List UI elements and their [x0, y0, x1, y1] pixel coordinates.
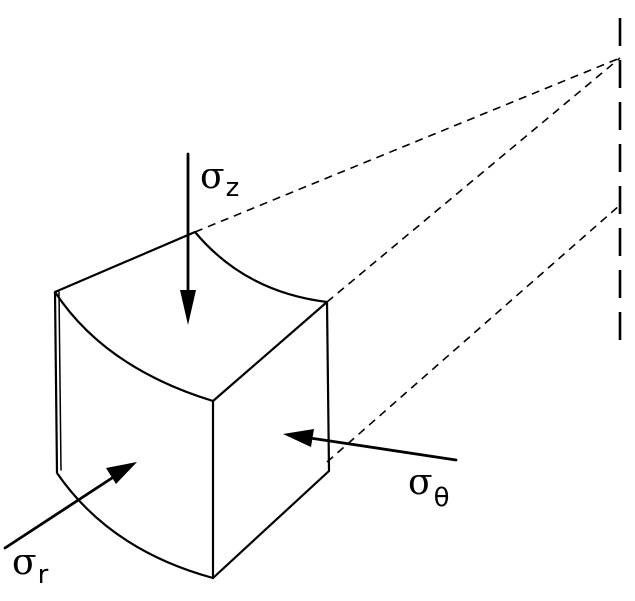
sigma-z-label: σz — [200, 156, 239, 203]
sigma-r-label: σr — [12, 542, 49, 590]
element-top-face — [53, 230, 329, 403]
projection-line-top — [194, 57, 621, 233]
element-front-face-outline — [53, 290, 215, 580]
sigma-theta-arrow-head — [283, 429, 314, 447]
sigma-z-arrow-head — [180, 290, 196, 325]
sigma-theta-arrow-shaft — [308, 436, 458, 462]
projection-line-upper-right — [326, 57, 621, 303]
sigma-r-arrow-shaft — [3, 476, 114, 550]
projection-line-lower-right — [326, 204, 621, 463]
element-inner-edge — [58, 291, 62, 471]
sigma-r-arrow-head — [106, 462, 137, 484]
sigma-theta-label: σθ — [408, 462, 450, 513]
element-right-face-outline — [211, 300, 331, 580]
